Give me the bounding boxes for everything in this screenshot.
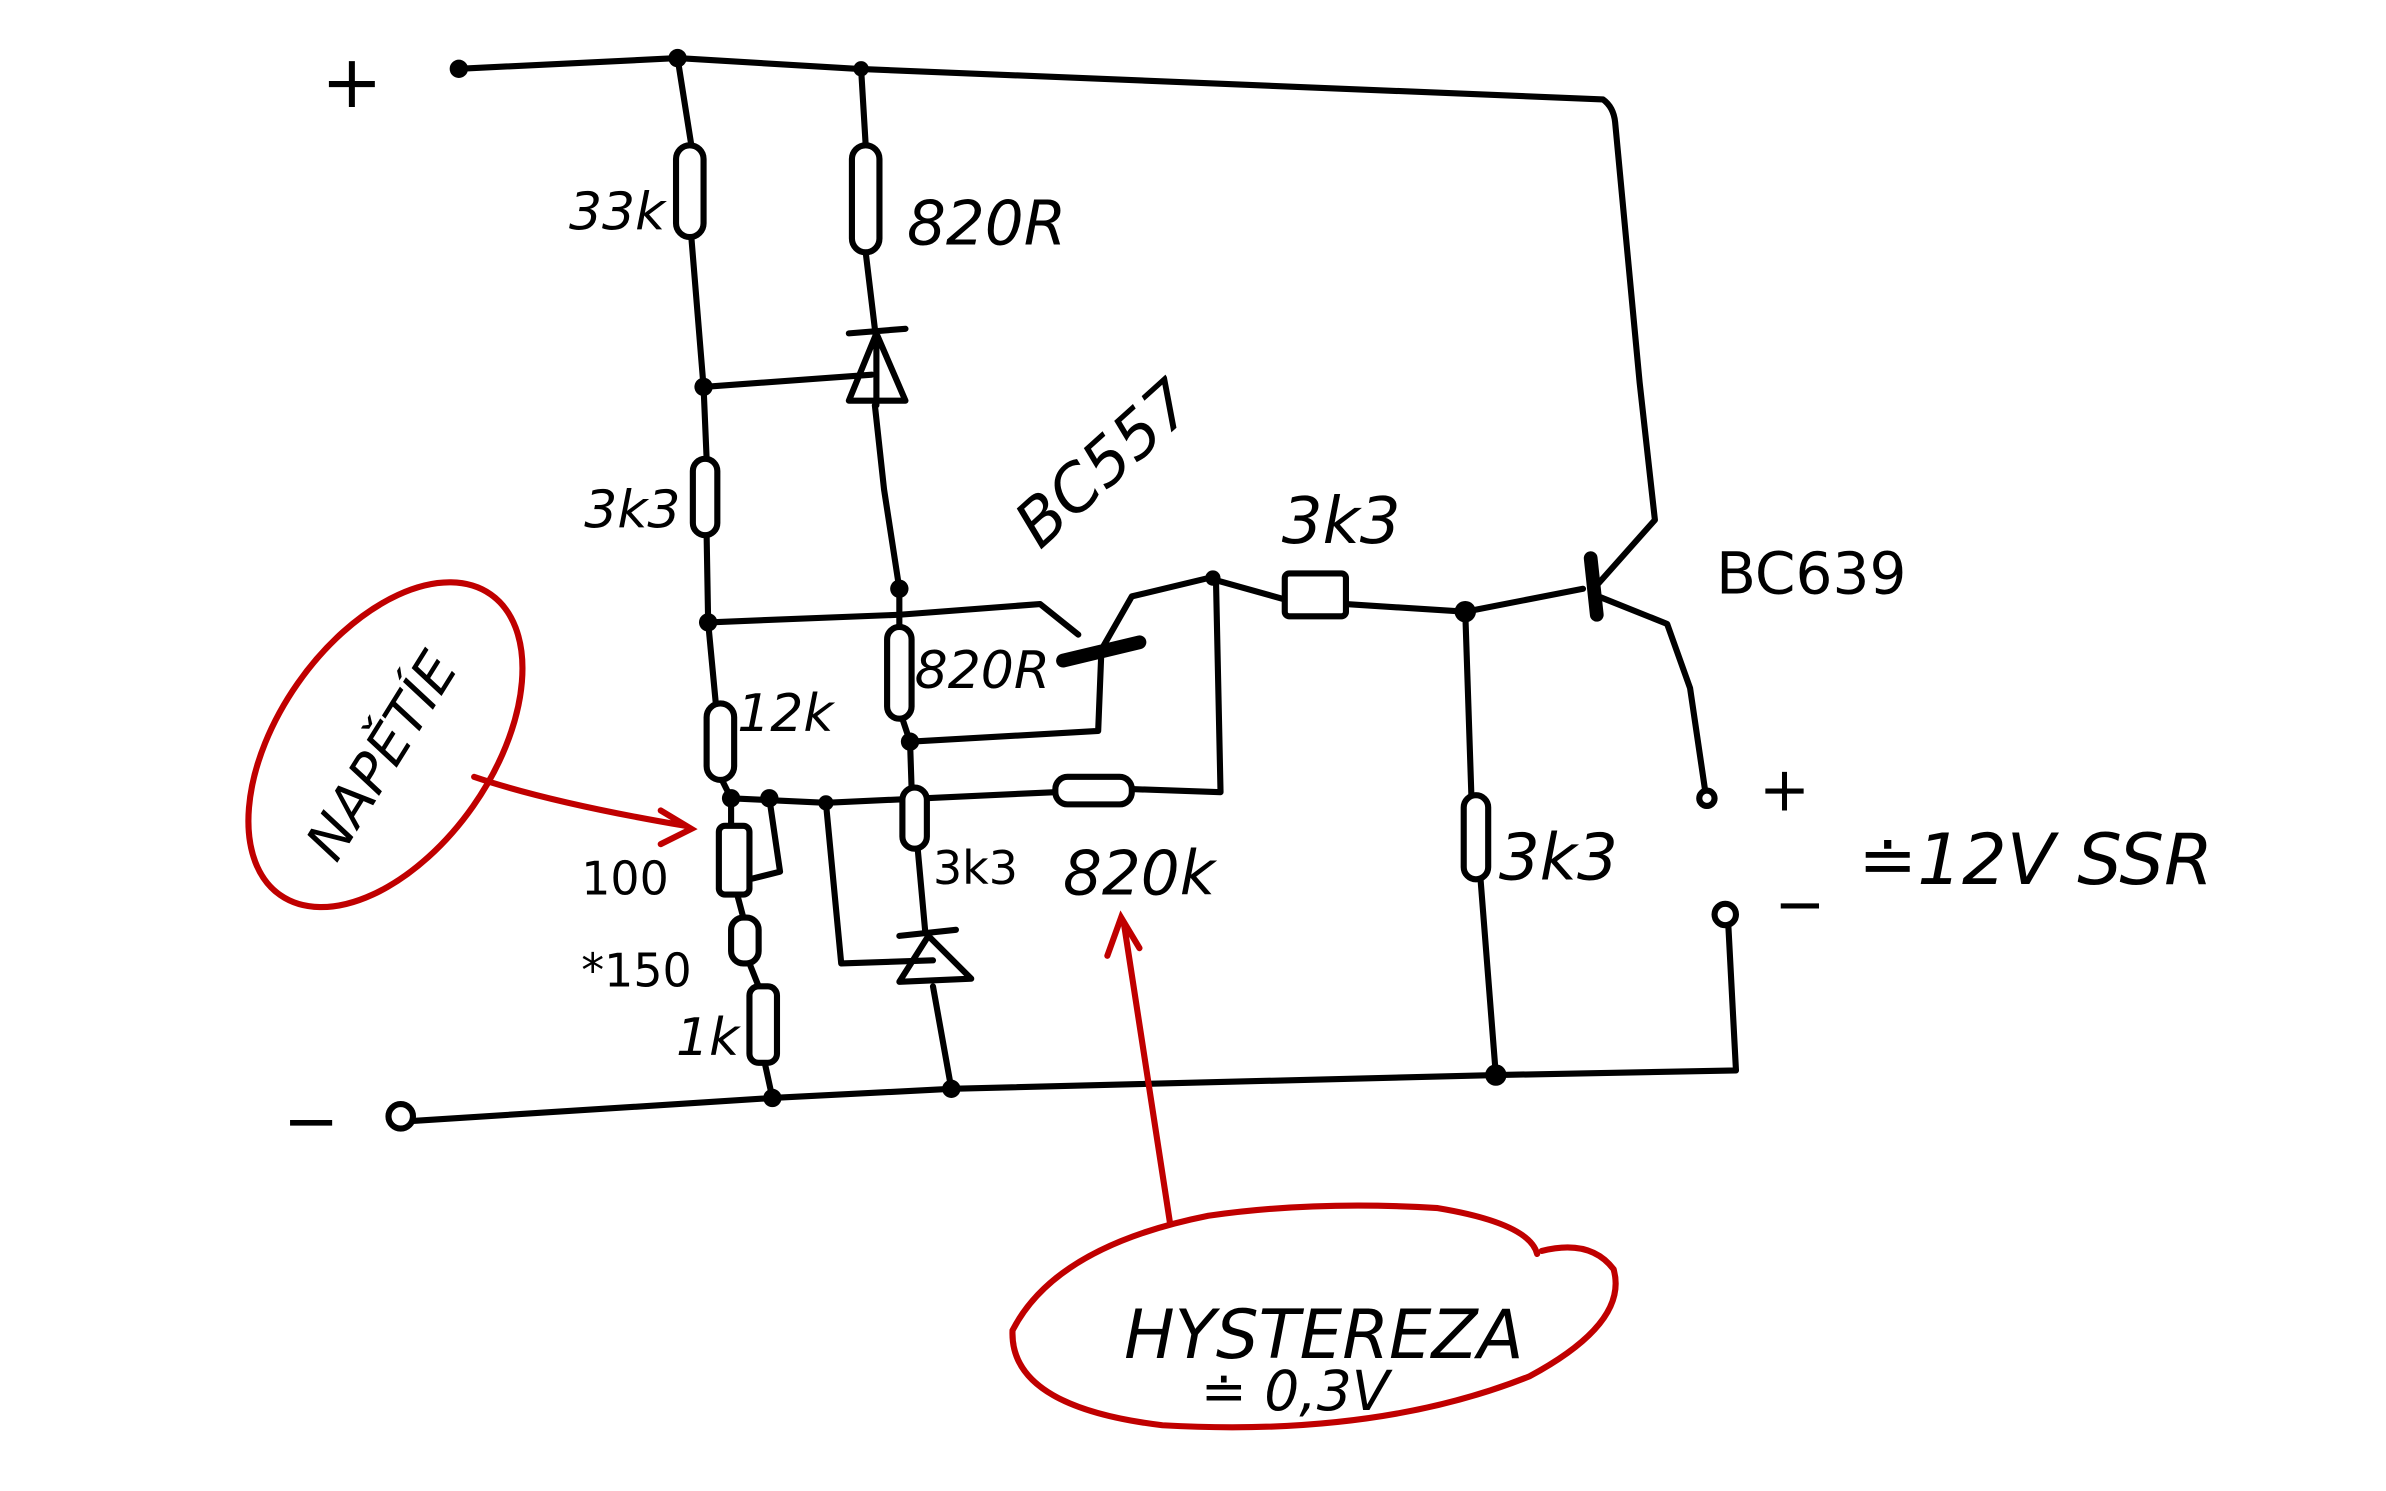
annotation-ellipse-bottom xyxy=(1009,1202,1619,1431)
resistors xyxy=(672,142,1492,1066)
label-100: 100 xyxy=(581,852,669,906)
label-820k: 820k xyxy=(1063,839,1218,910)
label-150: *150 xyxy=(581,943,692,997)
resistor-3k3-base xyxy=(1281,570,1350,620)
input-note-text: NAPĚTÍE xyxy=(293,641,470,871)
output-minus-label: − xyxy=(1774,869,1825,940)
output-terminal-minus xyxy=(1711,900,1740,929)
resistor-3k3-mid xyxy=(899,784,930,852)
resistor-820r-mid xyxy=(884,623,915,722)
output-plus-label: + xyxy=(1759,754,1810,825)
output-ssr-label: ≐12V SSR xyxy=(1858,819,2213,901)
zener-diode-top xyxy=(845,325,909,409)
label-bc639: BC639 xyxy=(1716,539,1906,607)
resistor-12k xyxy=(703,700,738,783)
label-3k3-base: 3k3 xyxy=(1282,484,1401,559)
arrow-to-potentiometer xyxy=(471,773,698,848)
transistor-bc557 xyxy=(1056,635,1147,668)
resistor-820k xyxy=(1052,773,1135,808)
label-820r-top: 820R xyxy=(907,189,1066,260)
supply-minus-label: − xyxy=(283,1082,339,1160)
arrow-to-820k xyxy=(1104,910,1174,1227)
zener-diode-bottom xyxy=(896,926,975,985)
output-terminal-plus xyxy=(1696,787,1718,809)
resistor-3k3-left xyxy=(689,455,721,539)
hysteresis-value: ≐ 0,3V xyxy=(1201,1359,1393,1423)
label-3k3-right: 3k3 xyxy=(1499,820,1618,895)
resistor-3k3-right xyxy=(1460,792,1492,883)
potentiometer-100 xyxy=(715,822,753,898)
terminal-minus xyxy=(385,1101,417,1132)
supply-plus-label: + xyxy=(321,40,383,125)
resistor-150 xyxy=(728,914,762,967)
label-3k3-mid: 3k3 xyxy=(933,841,1018,895)
label-33k: 33k xyxy=(569,182,667,242)
resistor-1k xyxy=(746,983,781,1066)
annotation-ellipse-left xyxy=(245,579,526,911)
label-820r-mid: 820R xyxy=(915,641,1050,701)
transistor-bc639 xyxy=(1583,551,1604,622)
label-12k: 12k xyxy=(737,684,835,744)
resistor-33k xyxy=(672,142,707,241)
hysteresis-annotation: HYSTEREZA ≐ 0,3V xyxy=(1009,910,1619,1431)
junction-dots xyxy=(449,48,1507,1108)
label-1k: 1k xyxy=(676,1008,741,1068)
label-3k3-left: 3k3 xyxy=(584,481,680,541)
label-bc557: BC557 xyxy=(1001,365,1208,562)
hysteresis-title: HYSTEREZA xyxy=(1124,1296,1523,1374)
resistor-820r-top xyxy=(848,142,883,256)
